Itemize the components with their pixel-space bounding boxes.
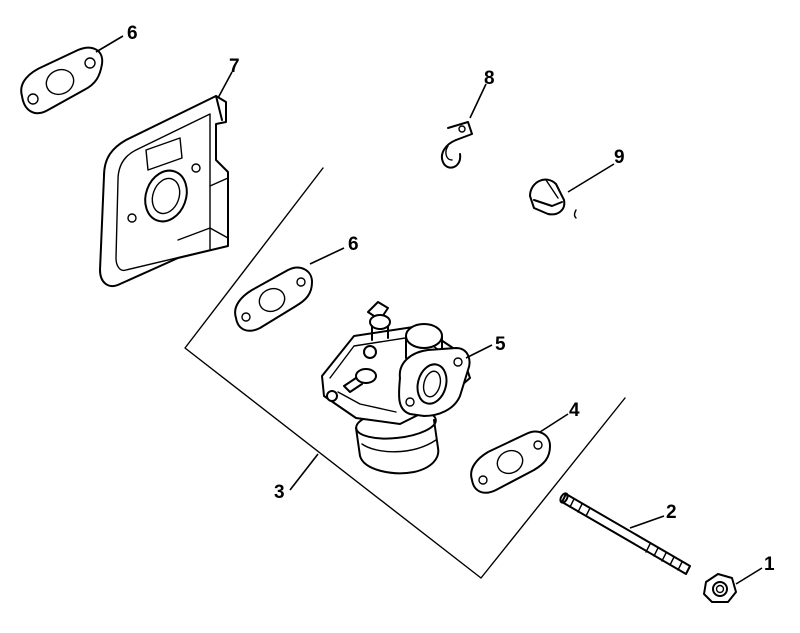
callout-2-stud: 2 xyxy=(666,502,677,523)
assembly-bracket-outline xyxy=(184,167,626,579)
cap xyxy=(529,178,577,219)
air-baffle xyxy=(99,95,229,288)
callout-3-assembly: 3 xyxy=(274,482,285,503)
carburetor xyxy=(321,301,471,475)
callout-6-mid-gasket: 6 xyxy=(348,234,359,255)
stud xyxy=(559,492,691,575)
clip xyxy=(440,121,473,169)
gasket-middle xyxy=(234,266,313,332)
callout-1-nut: 1 xyxy=(764,554,775,575)
callout-9-cap: 9 xyxy=(614,147,625,168)
leader-lines xyxy=(95,35,763,585)
callout-8-clip: 8 xyxy=(484,68,495,89)
nut xyxy=(703,573,737,603)
callout-6-upper-gasket: 6 xyxy=(127,23,138,44)
callout-5-carburetor: 5 xyxy=(495,334,506,355)
callout-labels: 6 7 8 9 6 5 4 3 2 1 xyxy=(127,23,775,575)
gasket-lower xyxy=(470,430,551,494)
callout-7-air-baffle: 7 xyxy=(229,56,240,77)
callout-4-lower-gasket: 4 xyxy=(569,400,580,421)
gasket-upper xyxy=(20,46,104,115)
